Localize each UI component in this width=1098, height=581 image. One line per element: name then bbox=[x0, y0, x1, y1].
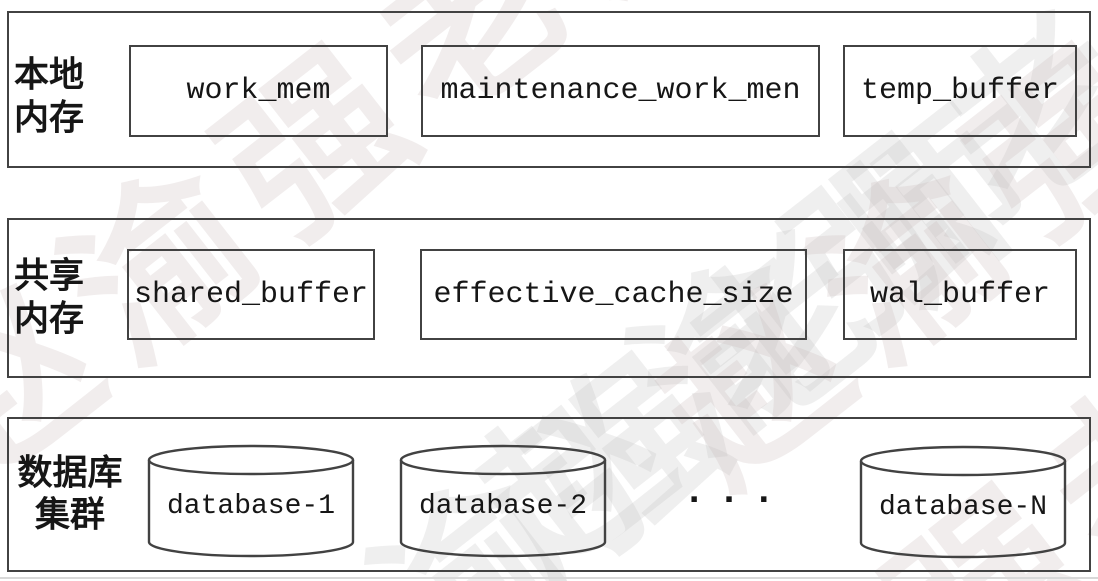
database-cylinder-icon bbox=[399, 444, 607, 558]
param-label: maintenance_work_men bbox=[440, 74, 801, 108]
database-cylinder-n: database-N bbox=[858, 444, 1068, 560]
label-line: 内存 bbox=[14, 98, 85, 138]
param-label: shared_buffer bbox=[133, 277, 369, 312]
database-cylinder-icon bbox=[147, 444, 355, 558]
param-label: work_mem bbox=[186, 74, 331, 108]
cropped-bottom-line bbox=[0, 577, 1098, 579]
param-box-work-mem: work_mem bbox=[129, 45, 388, 137]
param-label: wal_buffer bbox=[869, 277, 1051, 312]
database-cylinder-2: database-2 bbox=[398, 443, 608, 559]
label-line: 共享 bbox=[14, 256, 85, 296]
param-box-shared-buffer: shared_buffer bbox=[127, 249, 375, 340]
database-label: database-N bbox=[878, 491, 1048, 523]
section-label-database-cluster: 数据库 集群 bbox=[11, 452, 129, 537]
ellipsis-label: ... bbox=[682, 471, 788, 514]
param-label: temp_buffer bbox=[860, 74, 1060, 108]
label-line: 本地 bbox=[14, 55, 85, 95]
label-line: 内存 bbox=[14, 299, 85, 338]
section-shared-memory: 共享 内存 shared_buffer effective_cache_size… bbox=[7, 218, 1091, 378]
section-label-shared-memory: 共享 内存 bbox=[14, 255, 132, 340]
param-box-wal-buffer: wal_buffer bbox=[843, 249, 1077, 340]
label-line: 集群 bbox=[34, 495, 105, 535]
label-line: 数据库 bbox=[17, 452, 123, 492]
database-label: database-2 bbox=[418, 490, 588, 522]
param-label: effective_cache_size bbox=[433, 277, 794, 312]
param-box-effective-cache-size: effective_cache_size bbox=[420, 249, 807, 340]
database-cylinder-1: database-1 bbox=[146, 443, 356, 559]
param-box-maintenance-work-men: maintenance_work_men bbox=[421, 45, 820, 137]
param-box-temp-buffer: temp_buffer bbox=[843, 45, 1077, 137]
database-cylinder-icon bbox=[859, 445, 1067, 559]
section-database-cluster: 数据库 集群 database-1 database-2 ... databas… bbox=[7, 417, 1091, 572]
database-label: database-1 bbox=[166, 490, 336, 522]
section-local-memory: 本地 内存 work_mem maintenance_work_men temp… bbox=[7, 11, 1091, 168]
section-label-local-memory: 本地 内存 bbox=[14, 54, 132, 139]
